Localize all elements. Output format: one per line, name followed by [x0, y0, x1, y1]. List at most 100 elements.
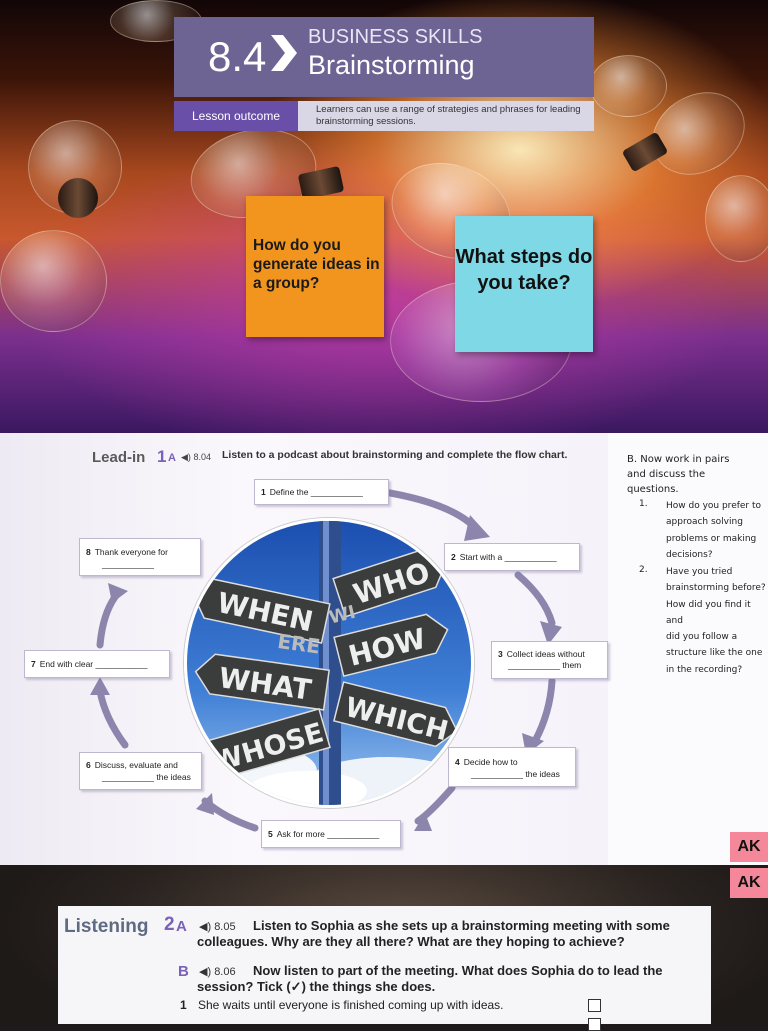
exercise-2b-text: Now listen to part of the meeting. What …	[197, 963, 663, 995]
sticky-note-cyan: What steps do you take?	[455, 216, 593, 352]
flow-step-text-line2: ___________ the ideas	[471, 769, 560, 779]
flow-step-number: 5	[268, 829, 273, 839]
question-line: approach solving	[666, 517, 743, 528]
flow-step-text: Define the ___________	[269, 487, 363, 497]
flow-step-number: 4	[455, 757, 460, 767]
chevron-right-icon	[271, 35, 297, 71]
lightbulb-image	[590, 55, 667, 117]
lead-in-heading: Lead-in	[92, 449, 146, 466]
tick-item-1: 1	[180, 998, 187, 1012]
flow-step-number: 3	[498, 649, 503, 659]
unit-title-panel: 8.4 BUSINESS SKILLS Brainstorming Lesson…	[174, 17, 594, 131]
lesson-outcome-label: Lesson outcome	[174, 101, 298, 131]
flow-step-text: Start with a ___________	[459, 552, 557, 562]
speaker-icon: ◀)	[199, 921, 212, 933]
unit-title-bar	[174, 17, 594, 97]
flow-step-text: Discuss, evaluate and	[94, 760, 178, 770]
question-line: in the recording?	[666, 664, 743, 675]
tick-checkbox[interactable]	[588, 999, 601, 1012]
exercise-2a-text: Listen to Sophia as she sets up a brains…	[197, 918, 670, 950]
signpost-word: ERE	[276, 629, 322, 659]
question-number: 2.	[639, 565, 648, 575]
flow-step-number: 8	[86, 547, 91, 557]
question-line: brainstorming before?	[666, 583, 766, 594]
audio-track-number: 8.06	[214, 966, 236, 978]
flow-step-text: End with clear ___________	[39, 659, 148, 669]
sticky-note-orange: How do you generate ideas in a group?	[246, 196, 384, 337]
listening-heading: Listening	[64, 916, 149, 937]
flow-step-text: Collect ideas without	[506, 649, 585, 659]
sticky-note-cyan-text: What steps do you take?	[455, 246, 593, 294]
exercise-letter: A	[168, 452, 176, 464]
exercise-text-line: Now listen to part of the meeting. What …	[253, 963, 663, 978]
tick-item-text: She waits until everyone is finished com…	[198, 998, 504, 1012]
flow-step-text: Ask for more ___________	[276, 829, 380, 839]
exercise-letter: B	[178, 963, 189, 980]
question-line: How do you prefer to	[666, 501, 762, 511]
unit-kicker: BUSINESS SKILLS	[308, 26, 483, 48]
ak-badge: AK	[730, 868, 768, 898]
listening-slide: Listening 2 A ◀) 8.05 Listen to Sophia a…	[0, 865, 768, 1031]
lightbulb-base-image	[58, 178, 98, 218]
audio-track-label: ◀) 8.05	[199, 920, 236, 933]
flow-step-text-line2: ___________ them	[508, 660, 582, 670]
sticky-note-orange-text: How do you generate ideas in a group?	[253, 237, 380, 292]
flow-step-number: 2	[451, 552, 456, 562]
listening-exercise-panel: Listening 2 A ◀) 8.05 Listen to Sophia a…	[58, 906, 711, 1031]
question-line: decisions?	[666, 549, 713, 560]
flow-step-text: Decide how to	[463, 757, 518, 767]
question-line: Have you tried	[666, 567, 733, 577]
flow-chart-arrows	[90, 487, 562, 832]
discussion-question-2: Have you tried brainstorming before? How…	[666, 564, 768, 678]
question-number: 1.	[639, 499, 648, 509]
discussion-question-1: How do you prefer to approach solving pr…	[666, 498, 761, 563]
speaker-icon: ◀)	[181, 452, 191, 462]
flow-step-text: Thank everyone for	[94, 547, 168, 557]
question-line: did you follow a	[666, 632, 738, 643]
flow-arrow-2-3	[514, 571, 556, 627]
flow-step-text-line2: ___________ the ideas	[102, 772, 191, 782]
ak-badge: AK	[730, 832, 768, 862]
lesson-outcome-text: Learners can use a range of strategies a…	[298, 101, 594, 131]
speaker-icon: ◀)	[199, 966, 212, 978]
tick-checkbox[interactable]	[588, 1018, 601, 1031]
lightbulb-image	[0, 230, 107, 332]
flow-step-number: 6	[86, 760, 91, 770]
audio-track-label: ◀) 8.04	[181, 452, 211, 463]
flow-arrow-3-4	[531, 677, 556, 745]
discussion-heading: B. Now work in pairs and discuss the que…	[627, 454, 730, 495]
unit-number: 8.4	[208, 33, 267, 80]
audio-track-label: ◀) 8.06	[199, 965, 236, 978]
exercise-number: 2	[164, 914, 175, 935]
tick-item-number: 1	[180, 998, 187, 1012]
flow-step-number: 1	[261, 487, 266, 497]
unit-title: Brainstorming	[308, 50, 475, 80]
exercise-text-line: session? Tick (✓) the things she does.	[197, 979, 436, 994]
exercise-letter: A	[176, 918, 187, 935]
exercise-number: 1	[157, 447, 167, 466]
flow-arrow-1-2	[374, 487, 482, 535]
lead-in-instruction: Listen to a podcast about brainstorming …	[222, 449, 568, 461]
question-line: How did you find it and	[666, 599, 751, 626]
exercise-text-line: colleagues. Why are they all there? What…	[197, 934, 625, 949]
question-line: structure like the one	[666, 648, 763, 659]
audio-track-number: 8.04	[193, 452, 211, 462]
exercise-text-line: Listen to Sophia as she sets up a brains…	[253, 918, 670, 933]
signpost-photo: WHEN WHO WI HOW ERE WHAT WHICH	[184, 518, 474, 808]
question-line: problems or making	[666, 533, 757, 544]
flow-step-text-line2: ___________	[102, 559, 155, 569]
flow-arrow-6-7	[96, 687, 129, 749]
title-slide: 8.4 BUSINESS SKILLS Brainstorming Lesson…	[0, 0, 768, 433]
lightbulb-image	[705, 175, 768, 262]
flow-arrow-7-8	[96, 589, 122, 649]
audio-track-number: 8.05	[214, 921, 236, 933]
flow-step-number: 7	[31, 659, 36, 669]
